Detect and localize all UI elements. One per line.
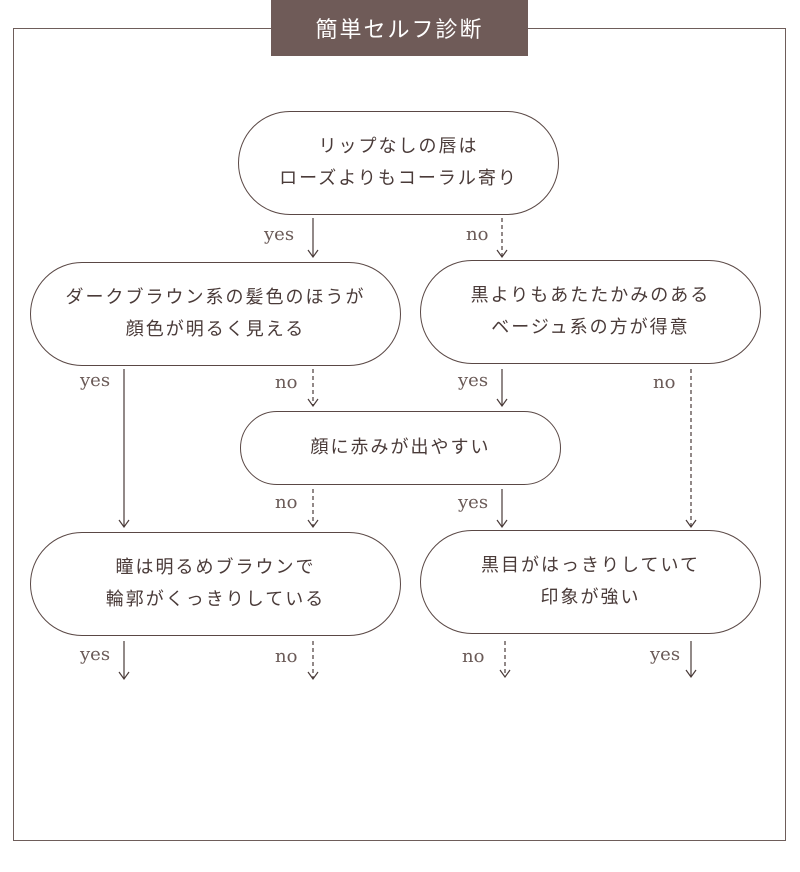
node-eyes-brown: 瞳は明るめブラウンで 輪郭がくっきりしている xyxy=(30,532,401,636)
yes-arrow xyxy=(118,641,130,681)
node-redness: 顔に赤みが出やすい xyxy=(240,411,561,485)
label-no: no xyxy=(275,646,298,667)
no-arrow xyxy=(499,641,511,679)
no-arrow xyxy=(496,218,508,259)
label-yes: yes xyxy=(650,644,681,665)
node-lips: リップなしの唇は ローズよりもコーラル寄り xyxy=(238,111,559,215)
yes-arrow xyxy=(685,641,697,679)
label-yes: yes xyxy=(264,224,295,245)
node-text: 黒目がはっきりしていて xyxy=(481,555,700,576)
node-text: ベージュ系の方が得意 xyxy=(491,317,690,338)
node-beige: 黒よりもあたたかみのある ベージュ系の方が得意 xyxy=(420,260,761,364)
node-text: リップなしの唇は xyxy=(318,136,479,157)
yes-arrow xyxy=(496,489,508,529)
label-no: no xyxy=(653,372,676,393)
label-no: no xyxy=(462,646,485,667)
label-yes: yes xyxy=(80,370,111,391)
node-text: 顔色が明るく見える xyxy=(125,319,306,340)
node-text: 瞳は明るめブラウンで xyxy=(115,557,316,578)
node-eyes-black: 黒目がはっきりしていて 印象が強い xyxy=(420,530,761,634)
node-text: 輪郭がくっきりしている xyxy=(105,589,326,610)
node-text: 印象が強い xyxy=(540,587,641,608)
node-text: ダークブラウン系の髪色のほうが xyxy=(65,287,366,308)
yes-arrow xyxy=(307,218,319,259)
yes-arrow xyxy=(496,369,508,408)
label-no: no xyxy=(275,372,298,393)
node-text: 黒よりもあたたかみのある xyxy=(470,285,711,306)
label-yes: yes xyxy=(80,644,111,665)
label-yes: yes xyxy=(458,492,489,513)
label-no: no xyxy=(466,224,489,245)
label-yes: yes xyxy=(458,370,489,391)
no-arrow xyxy=(685,369,697,529)
node-text: 顔に赤みが出やすい xyxy=(310,437,491,458)
node-hair: ダークブラウン系の髪色のほうが 顔色が明るく見える xyxy=(30,262,401,366)
no-arrow xyxy=(307,369,319,408)
no-arrow xyxy=(307,489,319,529)
no-arrow xyxy=(307,641,319,681)
node-text: ローズよりもコーラル寄り xyxy=(279,168,518,189)
label-no: no xyxy=(275,492,298,513)
diagram-title: 簡単セルフ診断 xyxy=(271,0,528,56)
yes-arrow xyxy=(118,369,130,529)
